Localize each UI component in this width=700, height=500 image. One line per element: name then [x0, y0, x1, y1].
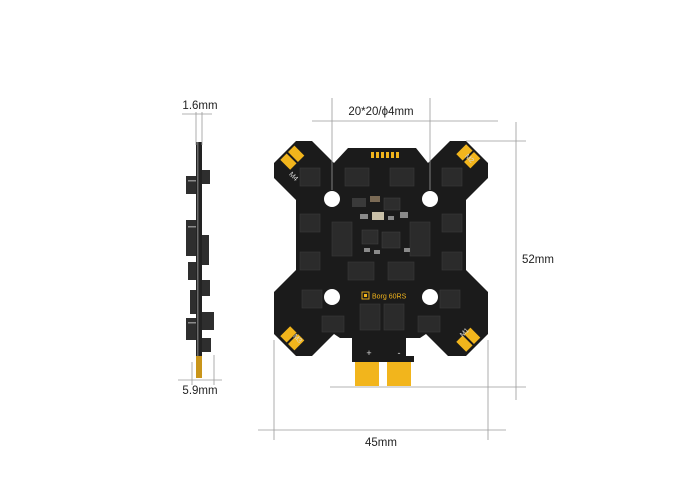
side-component: [190, 290, 196, 314]
mount-hole: [422, 191, 438, 207]
passive-components: [352, 196, 410, 254]
motor-label-m2: M2: [463, 153, 475, 165]
mount-hole: [422, 289, 438, 305]
side-component: [186, 220, 196, 256]
side-component: [188, 262, 196, 280]
power-tab-base: [352, 356, 414, 362]
side-component: [202, 170, 210, 184]
side-component: [202, 235, 209, 265]
side-profile-view: [186, 142, 214, 378]
signal-connector-pins: [371, 152, 399, 158]
power-pad-plus: [355, 360, 379, 386]
height-label: 52mm: [522, 254, 554, 266]
motor-label-m4: M4: [287, 171, 299, 183]
side-highlight: [188, 226, 196, 228]
side-component: [202, 312, 214, 330]
side-component: [186, 318, 196, 340]
side-component: [186, 176, 196, 194]
mount-hole: [324, 191, 340, 207]
polarity-plus-label: +: [366, 348, 371, 358]
power-pad-minus: [387, 360, 411, 386]
mount-pattern-label: 20*20/ϕ4mm: [348, 106, 413, 118]
side-dimensions: [178, 112, 222, 385]
motor-label-m3: M3: [291, 333, 303, 345]
brand-logo-icon: [361, 291, 370, 300]
side-pcb-board: [196, 142, 202, 378]
mount-hole: [324, 289, 340, 305]
mosfet-array: [299, 167, 463, 333]
width-label: 45mm: [365, 437, 397, 449]
side-component: [202, 338, 211, 352]
motor-pad-m3: [280, 326, 305, 351]
front-dimensions: [258, 98, 526, 440]
motor-pad-m1: [456, 327, 481, 352]
side-highlight: [188, 180, 196, 182]
side-highlight: [188, 322, 196, 324]
thickness-top-label: 1.6mm: [182, 100, 217, 112]
side-component: [202, 280, 210, 296]
brand-logo: [361, 291, 370, 300]
side-gold-tab: [196, 356, 202, 378]
motor-pad-m4: [280, 145, 305, 170]
polarity-minus-label: -: [398, 348, 401, 358]
brand-label: Borg 60RS: [372, 294, 407, 301]
motor-pad-m2: [456, 144, 481, 169]
motor-label-m1: M1: [459, 327, 471, 339]
side-pcb-edge: [197, 142, 199, 378]
thickness-bottom-label: 5.9mm: [182, 385, 217, 397]
esc-board: Borg 60RS M4 M2 M3 M1 + -: [274, 141, 488, 386]
